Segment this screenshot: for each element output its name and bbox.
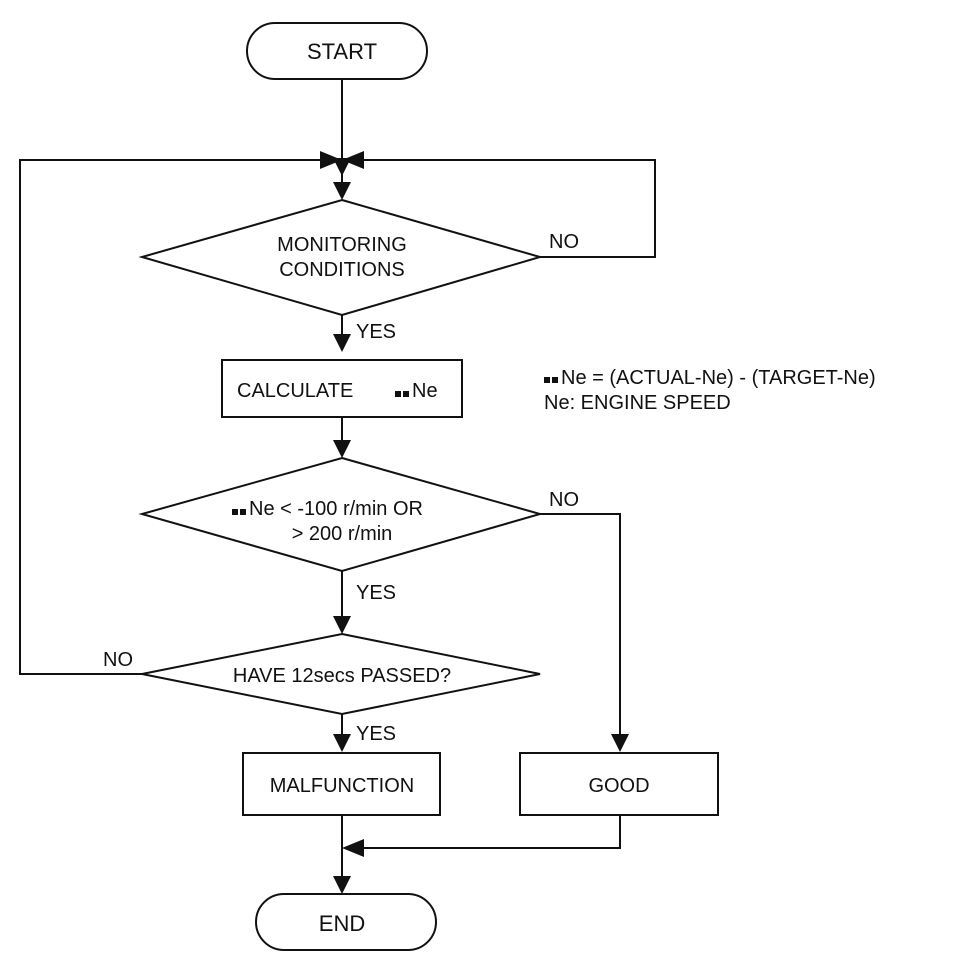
arrow-down-good [611,734,629,752]
arrow-down-timer [333,616,351,634]
monitoring-yes-label: YES [356,321,396,343]
connector-compare-no-to-good [540,513,621,738]
delta-glyph-square [395,391,401,397]
formula-note: Ne = (ACTUAL-Ne) - (TARGET-Ne) [561,367,876,389]
delta-glyph-square [544,377,550,383]
delta-glyph-square [403,391,409,397]
delta-glyph-square [552,377,558,383]
good-label: GOOD [588,775,649,797]
end-terminal [255,893,437,951]
monitoring-line-1: MONITORING [277,234,407,256]
compare-line-2: > 200 r/min [292,523,393,545]
delta-glyph-square [240,509,246,515]
calculate-process [221,359,463,418]
calculate-variable: Ne [412,380,438,402]
compare-line-1: Ne < -100 r/min OR [249,498,423,520]
connector-monitoring-no-loop [362,159,656,258]
connector-good-to-join [362,816,621,849]
compare-yes-label: YES [356,582,396,604]
timer-yes-label: YES [356,723,396,745]
timer-decision [141,632,541,716]
monitoring-decision [138,198,544,317]
arrow-down-monitoring [333,182,351,200]
delta-glyph-square [232,509,238,515]
end-label: END [319,911,365,936]
malfunction-process [242,752,441,816]
arrow-down-compare [333,440,351,458]
arrow-down-calc [333,334,351,352]
monitoring-line-2: CONDITIONS [279,259,405,281]
connector-timer-no-loop [19,159,322,675]
arrow-right-merge [320,151,342,169]
compare-no-label: NO [549,489,579,511]
compare-decision [138,456,544,573]
start-terminal [246,22,428,80]
timer-no-label: NO [103,649,133,671]
arrow-down-end [333,876,351,894]
malfunction-label: MALFUNCTION [270,775,414,797]
monitoring-no-label: NO [549,231,579,253]
arrow-left-join [342,839,364,857]
arrow-left-merge [342,151,364,169]
definition-note: Ne: ENGINE SPEED [544,392,731,414]
start-label: START [307,39,377,64]
arrow-down-malfunction [333,734,351,752]
calculate-label: CALCULATE [237,380,353,402]
timer-label: HAVE 12secs PASSED? [233,665,451,687]
good-process [519,752,719,816]
